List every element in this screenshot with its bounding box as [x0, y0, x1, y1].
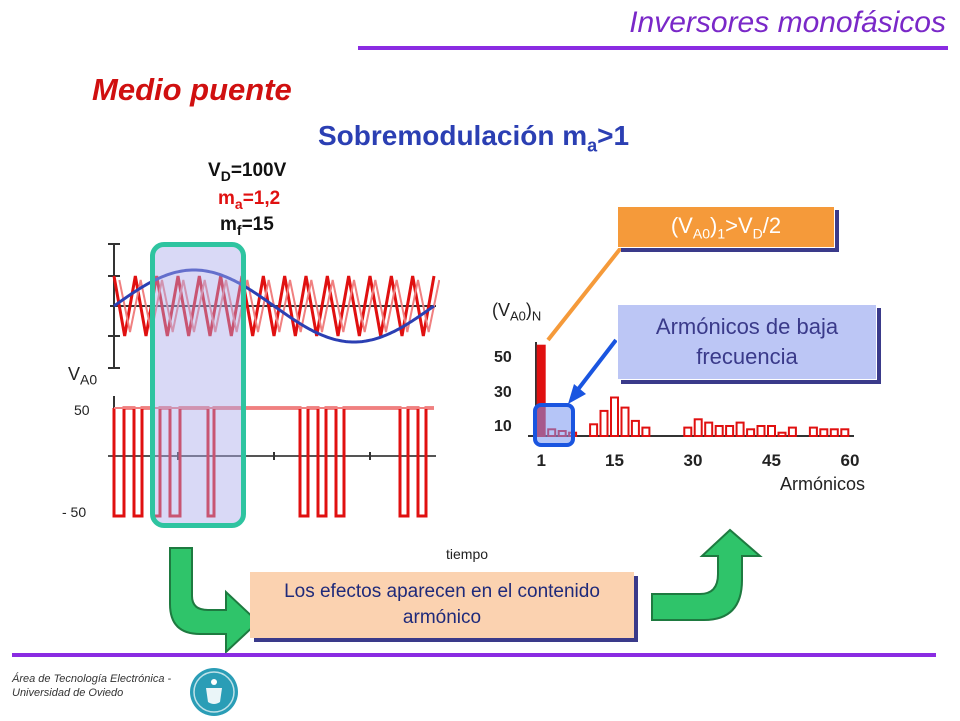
section-title: Medio puente [92, 72, 292, 107]
harmonic-bar [589, 423, 599, 438]
footer-text: Área de Tecnología Electrónica -Universi… [12, 673, 172, 699]
harmonic-bar [756, 425, 766, 437]
waveform-tick-pos: 50 [74, 402, 90, 418]
param-vd: VD=100V [208, 160, 287, 184]
spectrum-x-tick: 60 [841, 451, 860, 470]
harmonic-bar [735, 421, 745, 437]
waveform-plot [108, 243, 440, 518]
harmonic-bar [777, 431, 787, 437]
highlight-window [150, 242, 246, 528]
harmonic-bar [610, 396, 619, 437]
fundamental-arrow [546, 242, 626, 342]
modulating-sine [113, 268, 435, 344]
harmonic-bar [840, 428, 850, 438]
footer-divider [12, 653, 936, 657]
university-logo [190, 668, 238, 716]
harmonic-bar [767, 425, 776, 437]
header-divider [358, 46, 948, 50]
spectrum-y-tick-30: 30 [494, 384, 512, 401]
harmonic-bar [693, 418, 703, 438]
harmonic-bar [599, 409, 609, 438]
spectrum-x-tick: 15 [605, 451, 624, 470]
spectrum-chart: 1 15 30 45 60 [528, 342, 860, 470]
param-ma: ma=1,2 [218, 188, 281, 212]
harmonic-bar [630, 419, 640, 438]
spectrum-x-label: Armónicos [780, 474, 866, 494]
low-frequency-arrowhead [568, 384, 586, 404]
harmonic-bar [787, 426, 797, 437]
harmonic-bar [819, 428, 829, 438]
subtitle: Sobremodulación ma>1 [318, 120, 630, 156]
harmonic-bar [704, 421, 714, 437]
harmonic-bar [714, 425, 724, 437]
harmonic-bar [683, 426, 693, 437]
low-frequency-callout: Armónicos de baja frecuencia [617, 304, 877, 380]
flow-arrow-down-right [169, 547, 260, 655]
harmonic-bar [725, 425, 735, 437]
spectrum-x-tick: 45 [762, 451, 781, 470]
spectrum-x-tick: 1 [536, 451, 545, 470]
waveform-y-label: VA0 [68, 364, 98, 388]
spectrum-y-label: (VA0)N [492, 300, 542, 324]
spectrum-y-tick-10: 10 [494, 418, 512, 435]
harmonic-bar [829, 428, 839, 438]
low-frequency-highlight [533, 403, 575, 447]
effects-callout: Los efectos aparecen en el contenido arm… [250, 572, 634, 638]
param-mf: mf=15 [220, 214, 274, 238]
spectrum-x-tick: 30 [684, 451, 703, 470]
harmonic-bar [808, 426, 818, 437]
flow-arrow-up-right [651, 528, 763, 621]
harmonic-bar [746, 428, 756, 438]
header-title: Inversores monofásicos [629, 6, 946, 39]
spectrum-y-tick-50: 50 [494, 349, 512, 366]
waveform-tick-neg: - 50 [62, 504, 87, 520]
harmonic-bar [641, 426, 651, 437]
fundamental-callout: (VA0)1>VD/2 [617, 206, 835, 248]
harmonic-bar [620, 406, 630, 437]
low-frequency-arrow [574, 338, 618, 394]
waveform-x-label: tiempo [446, 546, 489, 562]
